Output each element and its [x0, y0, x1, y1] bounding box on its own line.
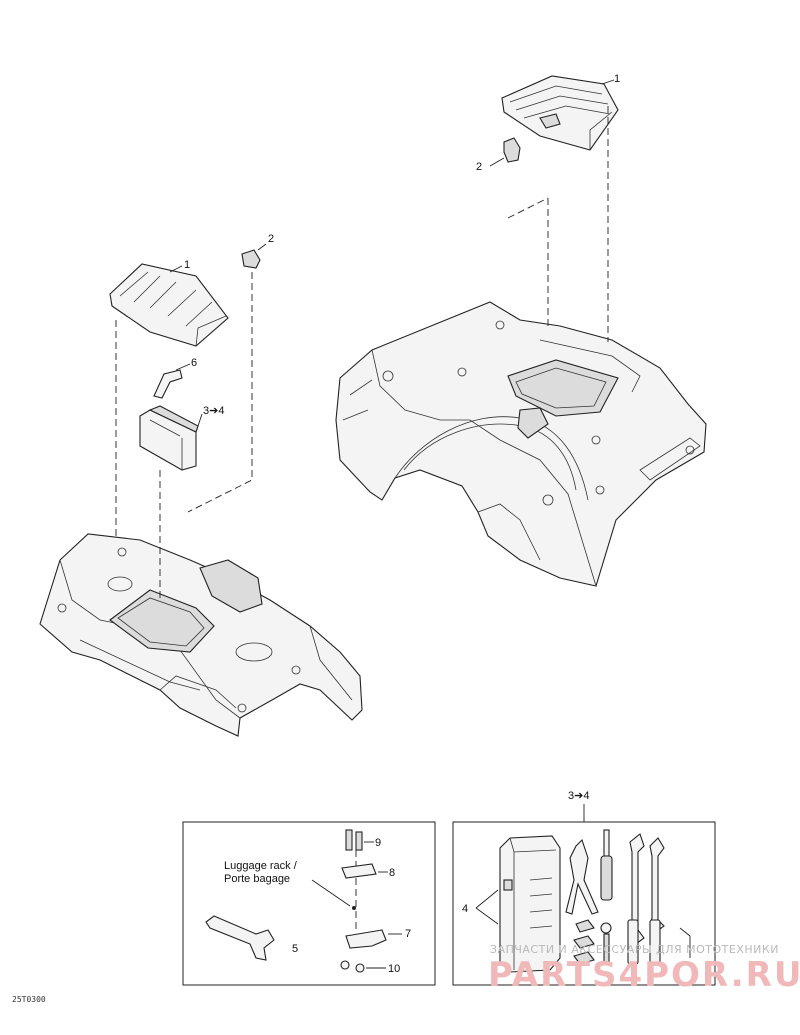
rack-hardware [205, 829, 402, 973]
tool-box [139, 405, 199, 471]
storage-lid-right [501, 75, 619, 151]
luggage-note-line1: Luggage rack / [224, 860, 298, 872]
callout-8: 8 [389, 867, 395, 879]
hose [153, 369, 183, 399]
callout-1-left: 1 [184, 259, 190, 271]
callout-4: 4 [462, 903, 468, 915]
luggage-rack-box [182, 821, 436, 986]
callout-10: 10 [388, 963, 400, 975]
callout-2-left: 2 [268, 233, 274, 245]
rear-fender [335, 301, 707, 587]
diagram-code: 25T0300 [12, 995, 46, 1004]
watermark-tagline: ЗАПЧАСТИ И АКСЕССУАРЫ ДЛЯ МОТОТЕХНИКИ [490, 943, 779, 956]
callout-7: 7 [405, 928, 411, 940]
callout-9: 9 [375, 837, 381, 849]
tool-kit-contents [475, 829, 691, 973]
callout-6: 6 [191, 357, 197, 369]
callout-5: 5 [292, 943, 298, 955]
callout-3-4-kit: 3➔4 [568, 790, 589, 802]
callout-2-right: 2 [476, 161, 482, 173]
tool-kit-box [452, 821, 716, 986]
watermark-site: PARTS4POR.RU [488, 955, 800, 995]
leader-lines [169, 79, 615, 433]
luggage-note-line2: Porte bagage [224, 873, 290, 885]
latch-right [503, 137, 521, 163]
front-fender [39, 533, 363, 737]
callout-3-4-left: 3➔4 [203, 405, 224, 417]
callout-1-right: 1 [614, 73, 620, 85]
latch-left [241, 249, 261, 269]
storage-lid-left [109, 263, 229, 347]
guide-lines [115, 106, 609, 598]
